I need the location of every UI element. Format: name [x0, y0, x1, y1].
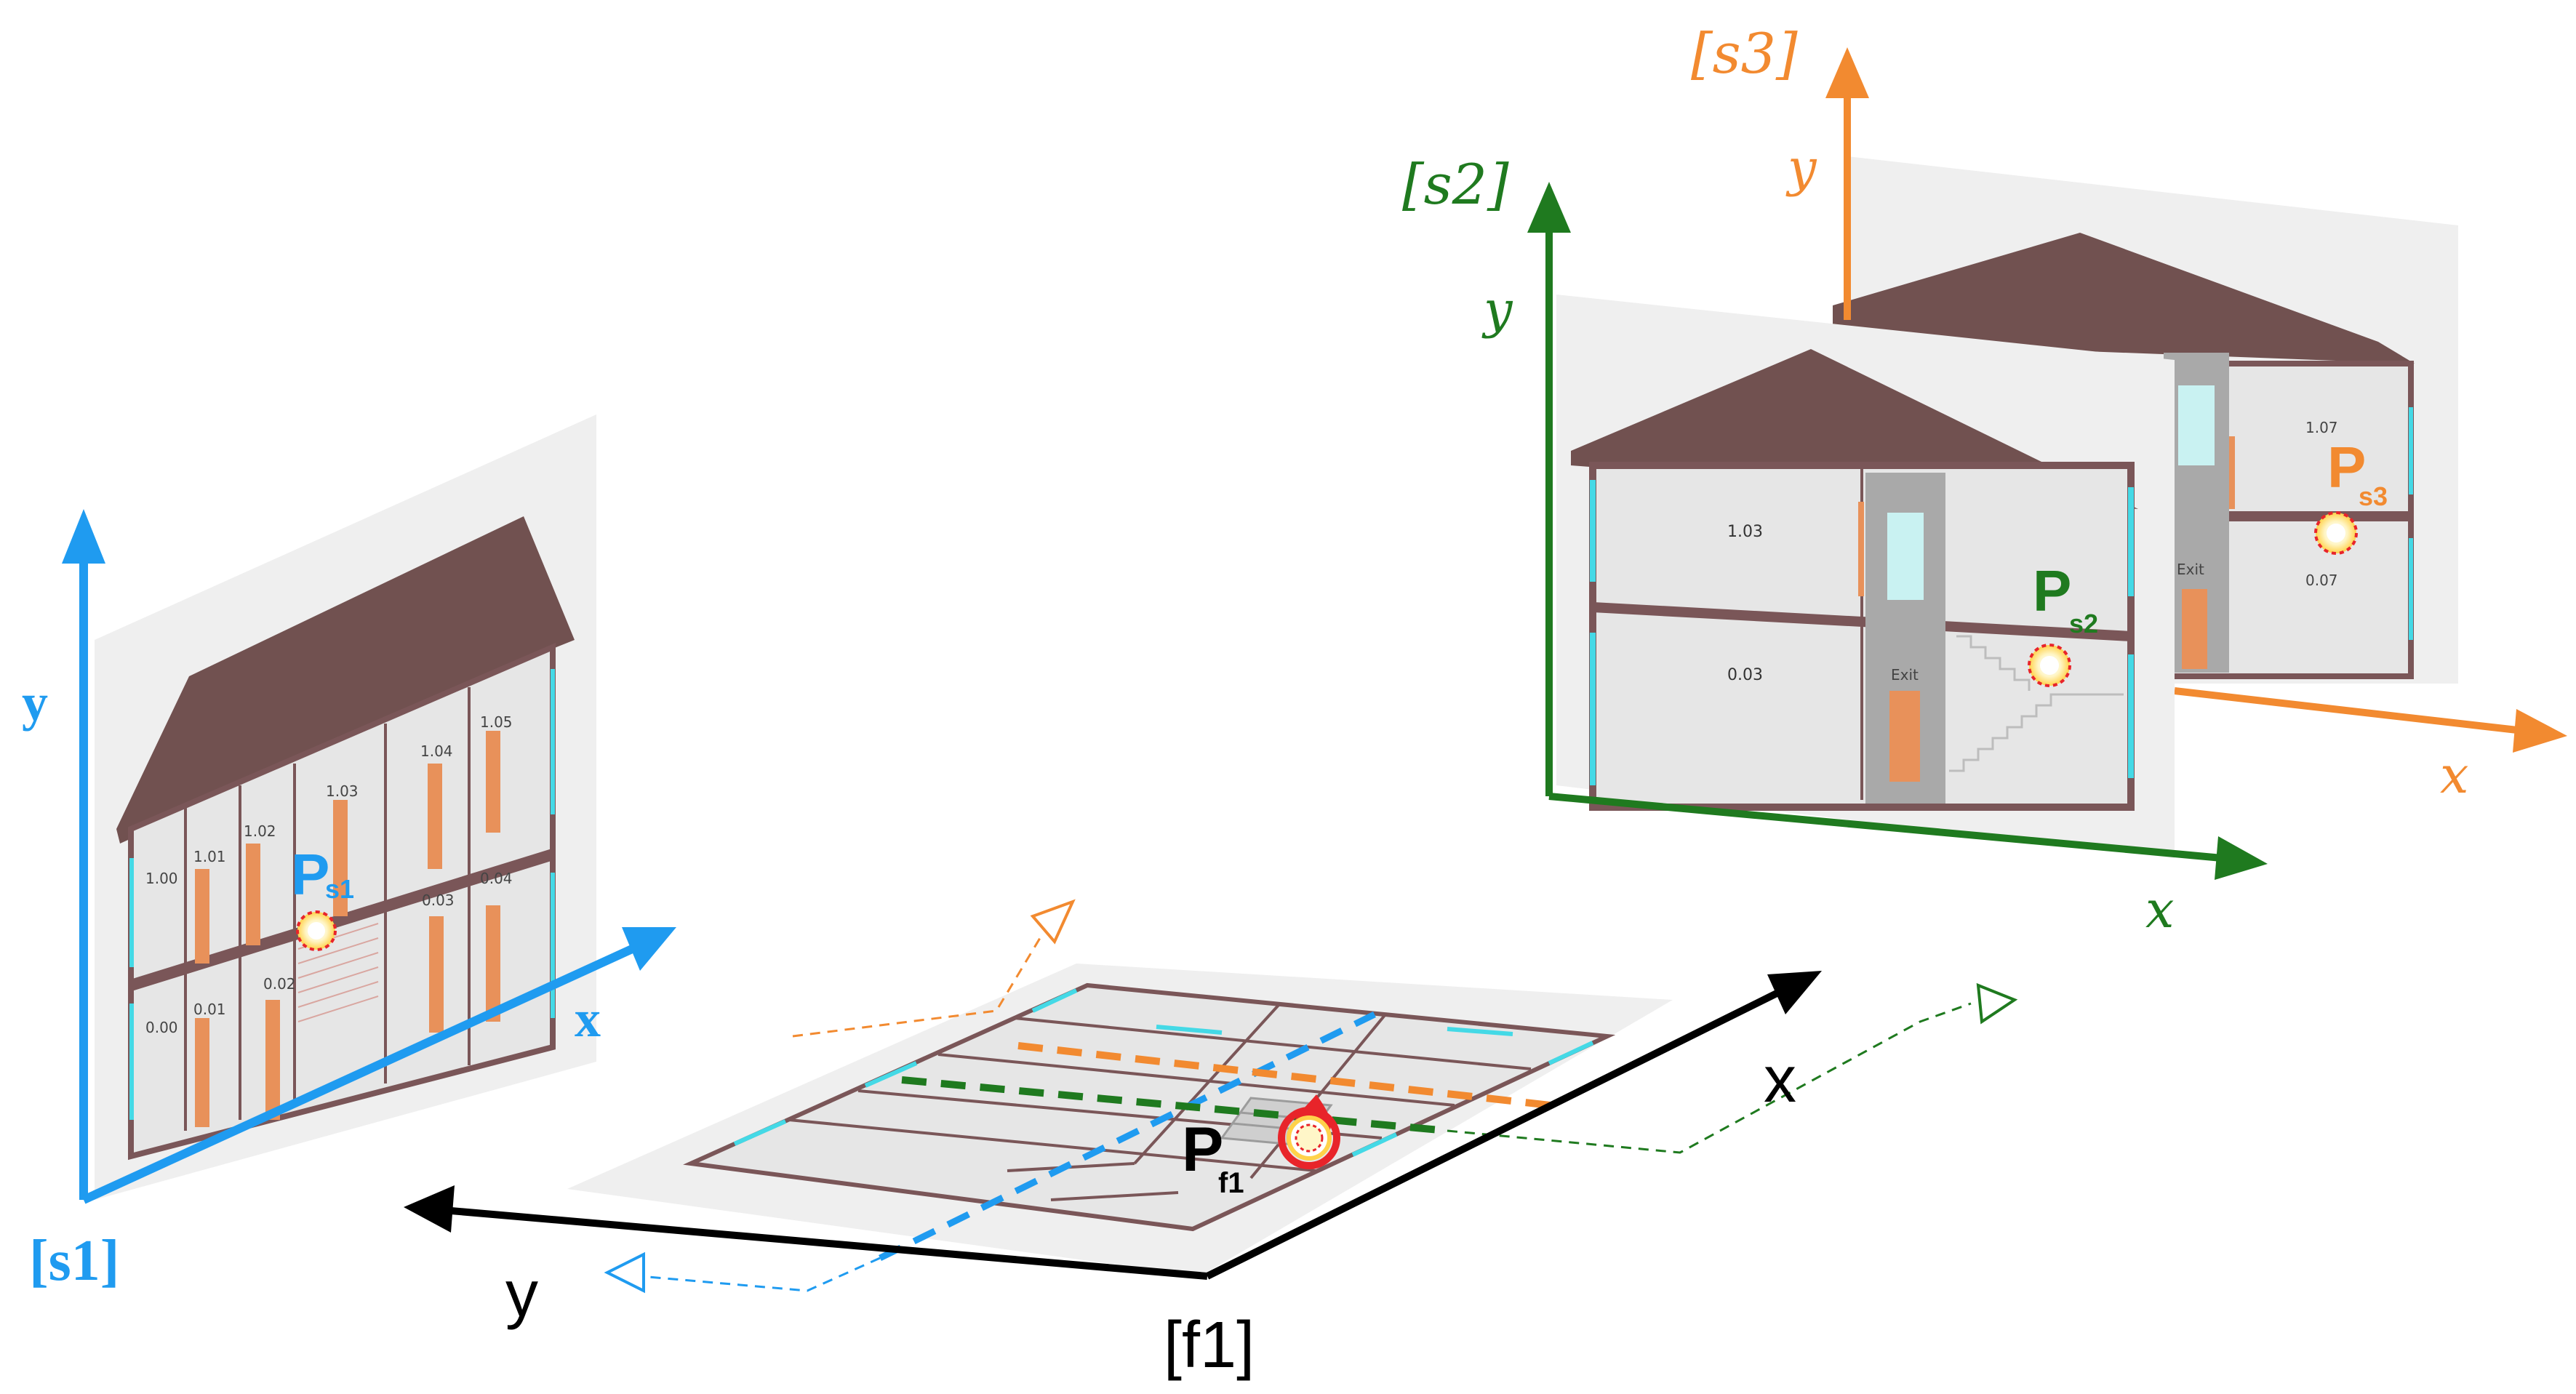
room-label: 1.02	[244, 822, 276, 840]
ps1-subscript: s1	[325, 874, 354, 904]
s3-roof	[1833, 233, 2415, 364]
f1-windows	[733, 988, 1594, 1157]
room-label: 0.01	[193, 1001, 226, 1018]
f1-plane-label: [f1]	[1164, 1309, 1255, 1382]
s2-projection	[1447, 1002, 1972, 1154]
ps3-marker: P s3	[2314, 435, 2388, 555]
s3-x-arrowhead	[2513, 709, 2567, 753]
s3-plane-label: [s3]	[1691, 21, 1798, 86]
exit-label: Exit	[1891, 666, 1919, 684]
s1-plane-label: [s1]	[29, 1229, 119, 1293]
s3-projection-arrow	[1030, 899, 1076, 945]
s1-projection-arrow	[604, 1251, 645, 1294]
pf1-subscript: f1	[1218, 1167, 1244, 1199]
ps2-subscript: s2	[2069, 609, 2098, 638]
ps3-label: P	[2327, 435, 2366, 500]
ps1-label: P	[291, 842, 329, 907]
f1-y-label: y	[505, 1258, 538, 1331]
s3-axes	[1844, 95, 2524, 734]
pf1-label: P	[1182, 1115, 1223, 1185]
pf1-marker: P f1	[1182, 1115, 1244, 1199]
s2-axes	[1545, 229, 2223, 862]
s2-x-arrowhead	[2215, 836, 2268, 880]
s1-projection	[639, 1257, 881, 1292]
s3-building: Exit	[2150, 353, 2414, 679]
s2-projection-arrow	[1976, 982, 2018, 1025]
room-label: 1.07	[2305, 419, 2338, 436]
f1-x-arrowhead	[1767, 971, 1822, 1014]
room-label: 0.03	[422, 892, 455, 909]
s2-building: Exit	[1589, 462, 2135, 811]
room-label: 0.02	[263, 975, 296, 993]
s3-section-line	[1017, 1042, 1564, 1110]
s1-y-label: y	[22, 673, 48, 732]
ps2-marker: P s2	[2028, 558, 2098, 687]
room-label: 1.01	[193, 848, 226, 865]
exit-label: Exit	[2177, 561, 2204, 578]
f1-plane: x y [f1] P f1	[404, 899, 2018, 1382]
s2-plane: Exit 1.03 0.03 y x [s2] P s	[1402, 152, 2268, 940]
room-label: 1.00	[145, 870, 178, 887]
room-label: 1.03	[1727, 523, 1763, 541]
room-label: 1.03	[326, 782, 359, 800]
f1-axes	[450, 989, 1780, 1280]
s1-section-line	[879, 1011, 1376, 1262]
s1-x-arrowhead	[622, 927, 676, 971]
s1-x-label: x	[575, 990, 601, 1048]
s3-y-arrowhead	[1825, 47, 1869, 98]
s1-axes	[79, 556, 642, 1204]
room-label: 0.04	[480, 870, 513, 887]
f1-y-arrowhead	[404, 1185, 455, 1233]
room-label: 0.00	[145, 1019, 178, 1036]
s2-section-line	[901, 1076, 1448, 1134]
s2-x-label: x	[2145, 880, 2174, 940]
s1-y-arrowhead	[62, 509, 105, 564]
s1-plane: 1.00 1.01 1.02 1.03 1.04 1.05 0.00 0.01 …	[22, 414, 676, 1293]
ps2-label: P	[2033, 558, 2071, 623]
room-label: 0.03	[1727, 666, 1763, 684]
s2-y-label: y	[1481, 280, 1513, 340]
s2-plane-label: [s2]	[1402, 152, 1509, 217]
s3-x-label: x	[2440, 745, 2468, 805]
f1-floorplan	[683, 982, 1616, 1232]
f1-x-label: x	[1764, 1044, 1796, 1116]
s2-y-arrowhead	[1527, 182, 1571, 233]
f1-walls	[788, 1002, 1532, 1201]
fire-icon	[1278, 1094, 1340, 1169]
s3-y-label: y	[1785, 138, 1817, 198]
room-label: 0.07	[2305, 572, 2338, 589]
room-label: 1.04	[420, 742, 453, 760]
room-label: 1.05	[480, 713, 513, 731]
ps3-subscript: s3	[2359, 481, 2388, 511]
ps1-marker: P s1	[291, 842, 354, 951]
s1-roof	[116, 516, 575, 844]
s1-room-labels: 1.00 1.01 1.02 1.03 1.04 1.05 0.00 0.01 …	[145, 713, 513, 1036]
